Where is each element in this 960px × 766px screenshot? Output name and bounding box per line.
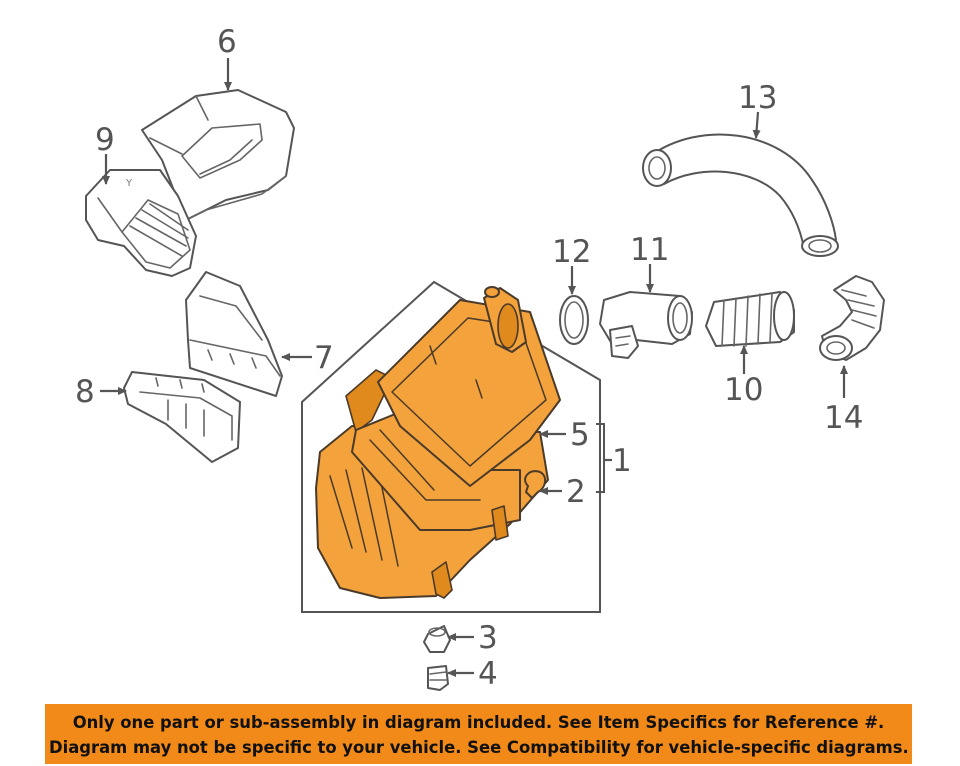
svg-text:Y: Y: [125, 178, 133, 189]
callout-13: 13: [738, 80, 777, 116]
callout-3: 3: [478, 620, 498, 656]
disclaimer-banner: Only one part or sub-assembly in diagram…: [45, 704, 912, 764]
callout-numbers: 1 2 3 4 5 6 7 8 9 10 11 12 13 14: [75, 24, 863, 692]
inlet-snorkel-part-9[interactable]: Y: [85, 169, 197, 277]
callout-2: 2: [566, 474, 586, 510]
clamp-part-2[interactable]: [524, 470, 546, 499]
grommet-part-3[interactable]: [423, 625, 451, 653]
disclaimer-line-2: Diagram may not be specific to your vehi…: [49, 738, 909, 757]
disclaimer-line-1: Only one part or sub-assembly in diagram…: [72, 713, 885, 732]
callout-7: 7: [314, 340, 334, 376]
leader-lines: [100, 58, 848, 677]
bushing-part-4[interactable]: [427, 665, 449, 691]
upper-hose-part-13[interactable]: [642, 133, 839, 257]
callout-14: 14: [824, 400, 863, 436]
callout-9: 9: [95, 122, 115, 158]
callout-4: 4: [478, 656, 498, 692]
callout-5: 5: [570, 417, 590, 453]
callout-8: 8: [75, 374, 95, 410]
intake-bellows-part-10[interactable]: [705, 291, 795, 347]
elbow-hose-part-14[interactable]: [819, 275, 885, 361]
air-cleaner-assembly-part-1[interactable]: [315, 286, 561, 599]
callout-11: 11: [630, 232, 669, 268]
air-inlet-part-8[interactable]: [123, 371, 241, 463]
assembly-outline-part-1: [301, 280, 601, 613]
resonator-duct-part-7[interactable]: [185, 271, 283, 397]
callout-12: 12: [552, 234, 591, 270]
callout-6: 6: [217, 24, 237, 60]
airflow-sensor-part-11[interactable]: [599, 291, 693, 359]
callout-10: 10: [724, 372, 763, 408]
seal-ring-part-12[interactable]: [559, 295, 589, 345]
callout-1: 1: [612, 443, 632, 479]
